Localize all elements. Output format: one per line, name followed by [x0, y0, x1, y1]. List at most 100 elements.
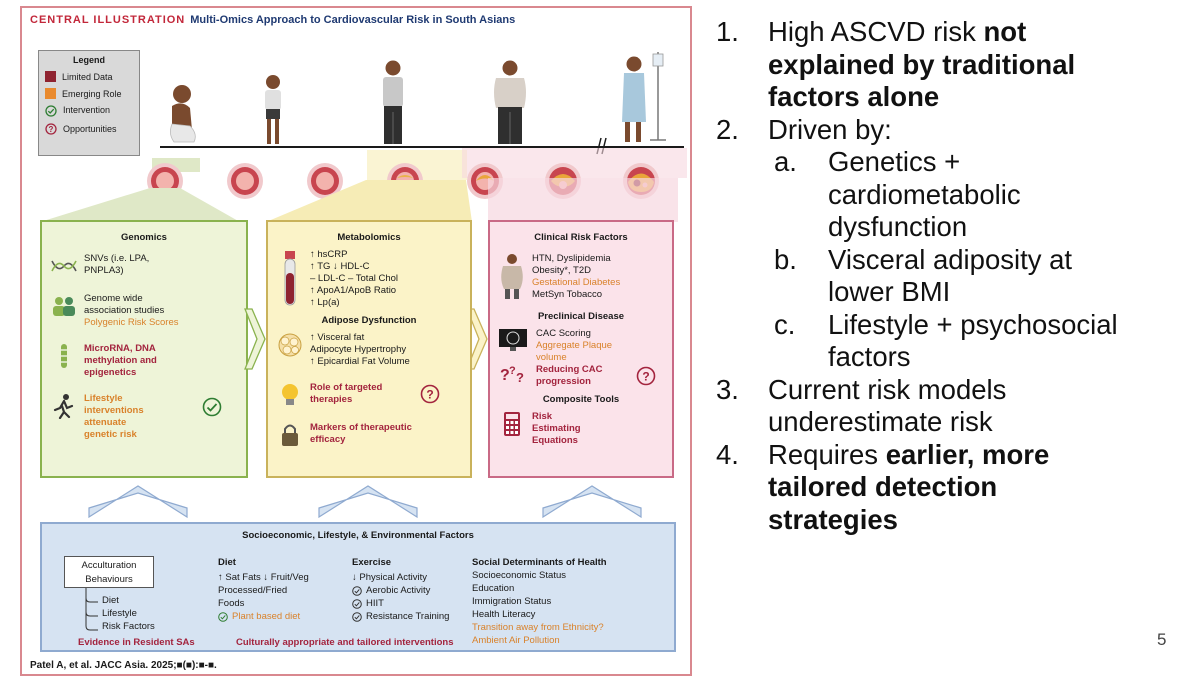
hiit-item: HIIT — [352, 597, 449, 610]
question-circle-icon: ? — [636, 366, 656, 386]
culturally-label: Culturally appropriate and tailored inte… — [236, 637, 454, 648]
svg-text:?: ? — [509, 365, 516, 377]
check-circle-icon — [45, 105, 57, 117]
list-number: 4. — [716, 438, 739, 470]
metabolomics-panel: Metabolomics ↑ hsCRP↑ TG ↓ HDL-C– LDL-C … — [266, 220, 472, 478]
legend-emerging-label: Emerging Role — [62, 88, 122, 99]
healthy-artery-icon — [227, 163, 263, 199]
exercise-heading: Exercise — [352, 557, 392, 568]
list-number: 3. — [716, 373, 739, 405]
adipose-line-2: Adipocyte Hypertrophy — [310, 344, 407, 355]
list-item: 2. Driven by: — [716, 114, 1186, 147]
population-icon — [53, 297, 75, 316]
diet-line-1: ↑ Sat Fats ↓ Fruit/Veg — [218, 572, 309, 583]
slide-bullet-list: 1. High ASCVD risk not explained by trad… — [716, 16, 1186, 536]
factors-panel: Socioeconomic, Lifestyle, & Environmenta… — [40, 522, 676, 652]
sdoh-line-2: Education — [472, 583, 515, 594]
acculturation-line-1: Acculturation — [81, 560, 137, 571]
svg-text:?: ? — [49, 125, 54, 134]
metab-line-1: ↑ hsCRP — [310, 249, 348, 260]
hiit-label: HIIT — [366, 598, 384, 609]
slide-page-number: 5 — [1157, 630, 1167, 649]
right-chevron-icon — [466, 308, 488, 370]
legend-opportunities-label: Opportunities — [63, 124, 117, 134]
limited-data-swatch — [45, 71, 56, 82]
acculturation-tree-lines — [85, 588, 98, 631]
sub-letter: a. — [774, 146, 797, 177]
metab-line-2: ↑ TG ↓ HDL-C — [310, 261, 370, 272]
clinical-line-4: MetSyn Tobacco — [532, 289, 603, 300]
item-1-line-2: explained by traditional — [768, 48, 1076, 80]
item-4-bold: earlier, more — [885, 438, 1050, 470]
child-figure — [265, 75, 281, 144]
mirna-line-1: MicroRNA, DNA — [84, 343, 156, 354]
epigenetics-icon — [61, 344, 67, 368]
item-4-plain: Requires — [768, 438, 886, 470]
evidence-label: Evidence in Resident SAs — [78, 637, 195, 648]
adipocyte-icon — [278, 333, 302, 357]
clinical-line-1: HTN, Dyslipidemia — [532, 253, 611, 264]
plaque-volume-label: volume — [536, 352, 567, 363]
sub-list-item: c. Lifestyle + psychosocial factors — [716, 309, 1186, 374]
sdoh-line-6: Ambient Air Pollution — [472, 635, 560, 646]
resistance-item: Resistance Training — [352, 610, 449, 623]
list-item: 1. High ASCVD risk not explained by trad… — [716, 16, 1186, 114]
figure-title-label: CENTRAL ILLUSTRATION — [30, 14, 186, 26]
blood-tube-icon — [284, 251, 296, 306]
ct-scan-monitor-icon — [499, 329, 527, 351]
item-4-line-2: tailored detection — [768, 471, 998, 502]
aerobic-item: Aerobic Activity — [352, 584, 449, 597]
metab-line-5: ↑ Lp(a) — [310, 297, 340, 308]
up-chevron-icon — [88, 485, 188, 518]
item-3-line-2: underestimate risk — [768, 406, 993, 437]
exercise-line-1: ↓ Physical Activity — [352, 572, 427, 583]
legend: Legend Limited Data Emerging Role Interv… — [38, 50, 140, 156]
sub-c-line-2: factors — [828, 341, 911, 372]
figure-title: CENTRAL ILLUSTRATION Multi-Omics Approach… — [30, 14, 515, 26]
adipose-line-1: ↑ Visceral fat — [310, 332, 365, 343]
older-adult-figure — [494, 60, 526, 144]
estimating-label: Estimating — [532, 423, 581, 434]
metabolomics-heading: Metabolomics — [337, 232, 401, 243]
svg-text:?: ? — [642, 370, 649, 384]
acc-item-diet: Diet — [102, 595, 119, 606]
adult-figure — [383, 60, 403, 144]
item-3-line-1: Current risk models — [768, 373, 1007, 405]
list-item: 4. Requires earlier, more tailored detec… — [716, 439, 1186, 537]
svg-text:?: ? — [500, 367, 510, 384]
legend-limited-data: Limited Data — [45, 71, 133, 82]
check-circle-icon — [202, 397, 222, 417]
role-line-2: therapies — [310, 394, 353, 405]
item-4-line-3: strategies — [768, 503, 898, 535]
exercise-column: Exercise ↓ Physical Activity Aerobic Act… — [352, 556, 449, 623]
gwas-line-2: association studies — [84, 305, 165, 316]
lock-icon — [282, 424, 298, 446]
figure-title-text: Multi-Omics Approach to Cardiovascular R… — [190, 14, 516, 26]
evidence-label-wrap: Evidence in Resident SAs — [78, 636, 195, 649]
mirna-line-2: methylation and — [84, 355, 157, 366]
figure-citation: Patel A, et al. JACC Asia. 2025;■(■):■-■… — [30, 660, 217, 671]
role-line-1: Role of targeted — [310, 382, 383, 393]
aerobic-label: Aerobic Activity — [366, 585, 431, 596]
diet-line-2: Processed/Fried — [218, 585, 288, 596]
metabolomics-connector-wedge — [266, 180, 472, 222]
check-circle-icon — [352, 598, 362, 609]
legend-heading: Legend — [72, 55, 105, 65]
gestational-diabetes-label: Gestational Diabetes — [532, 277, 621, 288]
life-course-timeline — [160, 146, 684, 148]
markers-line-1: Markers of therapeutic — [310, 422, 412, 433]
progression-label: progression — [536, 376, 591, 387]
question-circle-icon: ? — [420, 384, 440, 404]
clinical-connector-wedge — [488, 178, 678, 222]
check-circle-icon — [352, 585, 362, 596]
markers-line-2: efficacy — [310, 434, 346, 445]
genomics-panel: Genomics SNVs (i.e. LPA,PNPLA3) Genome w… — [40, 220, 248, 478]
